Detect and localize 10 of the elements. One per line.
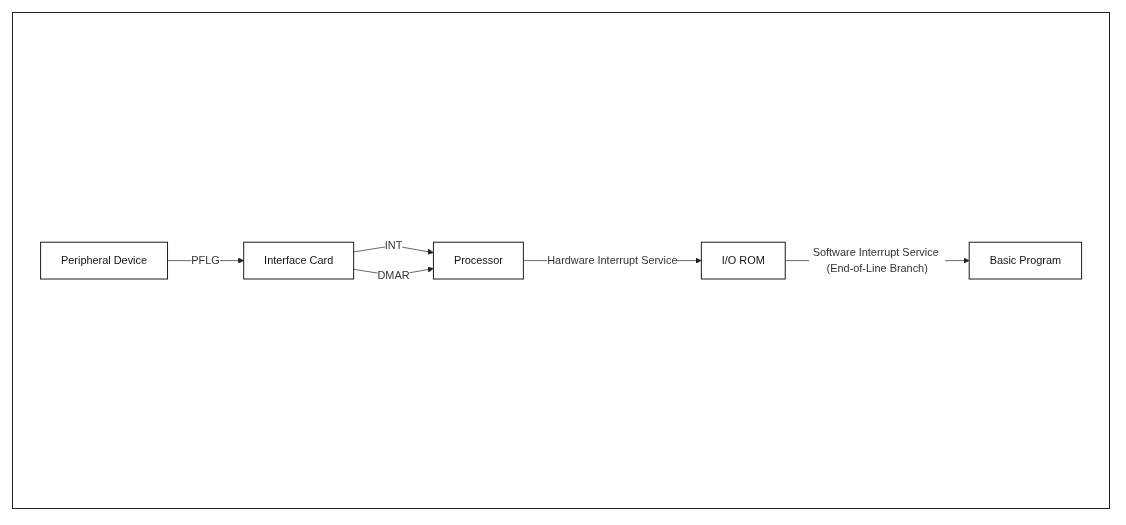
edge-label: PFLG [191,254,220,266]
node-box: Peripheral Device [40,241,168,280]
node-box: Basic Program [968,241,1082,280]
edge-label: INT [384,239,403,251]
node-box: Processor [432,241,524,280]
edge-label: Hardware Interrupt Service [547,254,678,266]
edge-label: DMAR [377,269,410,281]
edge-label: Software Interrupt Service (End-of-Line Branch) [812,246,939,275]
node-box: Interface Card [243,241,355,280]
node-box: I/O ROM [700,241,786,280]
